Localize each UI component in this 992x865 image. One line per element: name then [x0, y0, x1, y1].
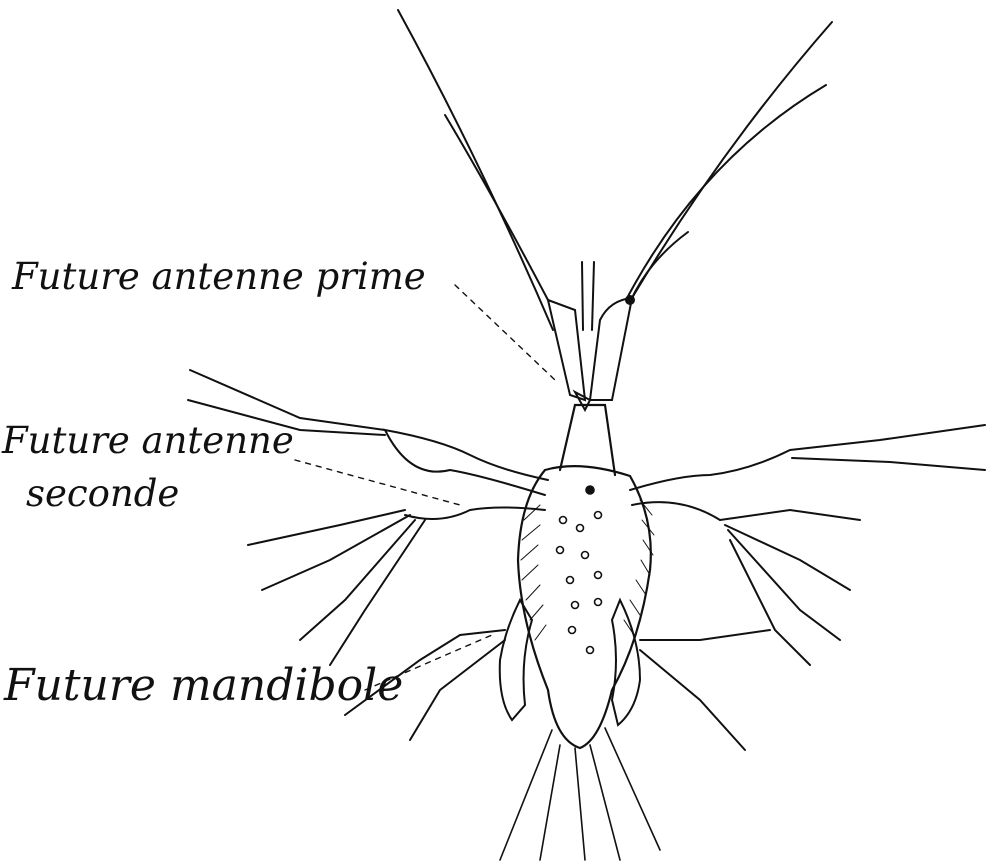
body-hatching [521, 500, 654, 640]
label-antenne-seconde-line2: seconde [26, 475, 179, 512]
label-mandibole: Future mandibole [4, 664, 403, 708]
label-antenne-seconde-line1: Future antenne [2, 422, 294, 459]
label-antenne-prime: Future antenne prime [12, 258, 426, 295]
second-antenna-right [630, 425, 985, 665]
second-antenna-left [188, 370, 548, 665]
leader-antenne-seconde [295, 460, 460, 505]
leader-lines [295, 285, 555, 690]
first-antenna-left [398, 10, 585, 400]
body-spots [557, 486, 602, 654]
mandible-right [612, 600, 770, 750]
body [518, 405, 651, 748]
first-antenna-right [590, 22, 832, 400]
